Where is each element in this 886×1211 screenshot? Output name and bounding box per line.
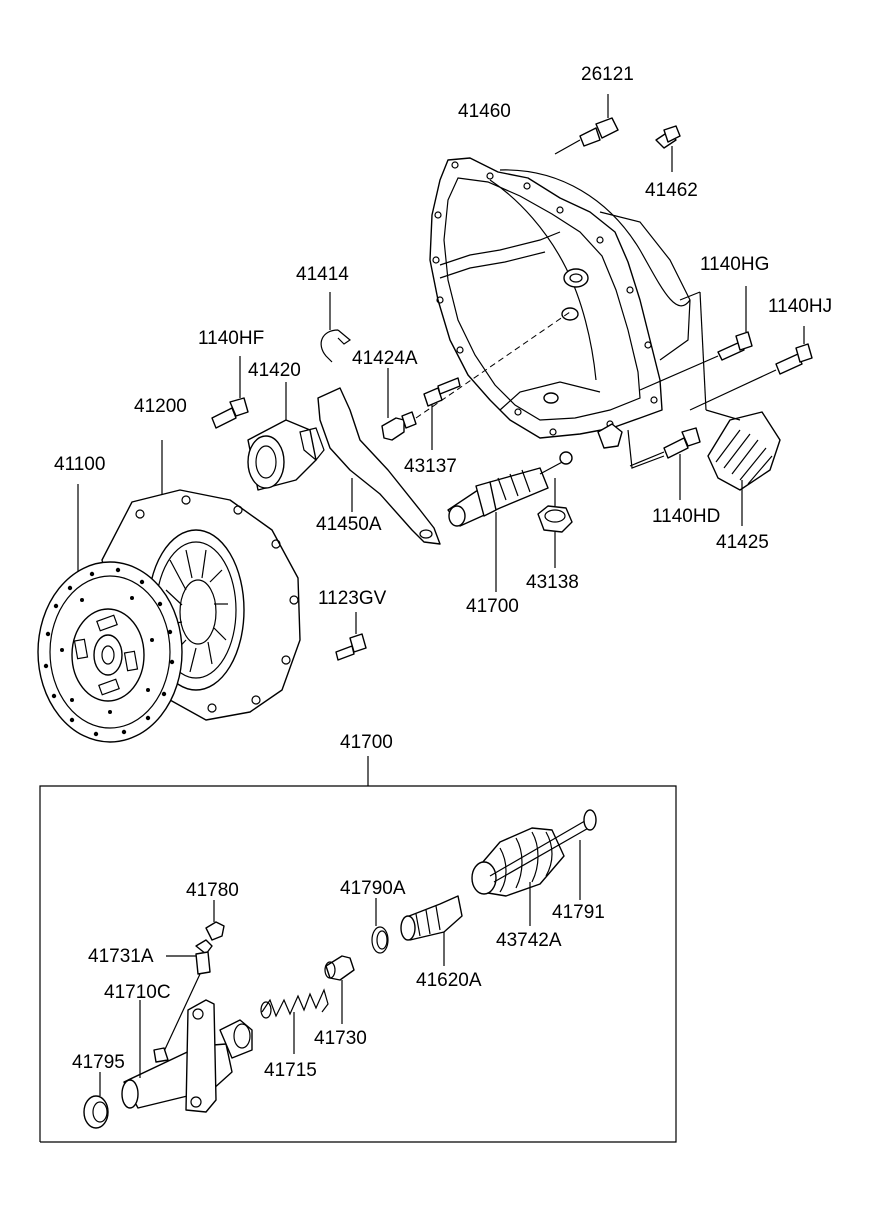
label-41780: 41780 — [186, 880, 239, 901]
label-41414: 41414 — [296, 264, 349, 285]
label-41710C: 41710C — [104, 982, 171, 1003]
bolt-43137 — [423, 377, 461, 450]
bolt-1123GV — [335, 612, 367, 661]
label-43137: 43137 — [404, 456, 457, 477]
detail-box-41700 — [39, 756, 677, 1143]
boot-41620A — [400, 895, 463, 966]
cap-41780 — [205, 900, 225, 941]
cylinder-body-41710C — [121, 999, 253, 1113]
bolt-1140HJ — [689, 326, 813, 411]
label-41460: 41460 — [458, 101, 511, 122]
label-41462: 41462 — [645, 180, 698, 201]
bolt-1140HF — [211, 356, 249, 429]
label-1123GV: 1123GV — [318, 588, 387, 609]
label-41731A: 41731A — [88, 946, 154, 967]
label-43138: 43138 — [526, 572, 579, 593]
label-1140HG: 1140HG — [700, 254, 769, 275]
label-41620A: 41620A — [416, 970, 482, 991]
clip-41414 — [320, 292, 352, 363]
cap-41795 — [83, 1072, 109, 1129]
label-1140HD: 1140HD — [652, 506, 720, 527]
label-41715: 41715 — [264, 1060, 317, 1081]
label-41790A: 41790A — [340, 878, 406, 899]
slave-cylinder-41700 — [447, 451, 573, 592]
ring-41790A — [371, 898, 389, 954]
push-rod-41791 — [489, 809, 597, 900]
clutch-disc-41100 — [37, 484, 183, 743]
fork-41450A — [299, 387, 441, 545]
boot-43742A — [471, 827, 565, 926]
label-41450A: 41450A — [316, 514, 382, 535]
label-41730: 41730 — [314, 1028, 367, 1049]
label-41700-box: 41700 — [340, 732, 393, 753]
label-41420: 41420 — [248, 360, 301, 381]
spring-41715 — [260, 988, 329, 1054]
label-41100: 41100 — [54, 454, 105, 475]
label-41795: 41795 — [72, 1052, 125, 1073]
label-26121: 26121 — [581, 64, 634, 85]
bolt-41462 — [655, 125, 681, 172]
release-bearing-41420 — [247, 382, 317, 491]
label-41424A: 41424A — [352, 348, 418, 369]
bleeder-41731A — [159, 939, 213, 1061]
label-41425: 41425 — [716, 532, 769, 553]
label-41791: 41791 — [552, 902, 605, 923]
piston-41730 — [324, 955, 355, 1024]
dust-boot-43138 — [537, 478, 573, 568]
label-1140HJ: 1140HJ — [768, 296, 832, 317]
bolt-1140HD — [629, 427, 701, 500]
label-1140HF: 1140HF — [198, 328, 264, 349]
bolt-26121 — [554, 94, 619, 155]
label-43742A: 43742A — [496, 930, 562, 951]
clutch-housing — [429, 157, 691, 449]
label-41200: 41200 — [134, 396, 187, 417]
bolt-1140HG — [639, 286, 753, 391]
label-41700: 41700 — [466, 596, 519, 617]
